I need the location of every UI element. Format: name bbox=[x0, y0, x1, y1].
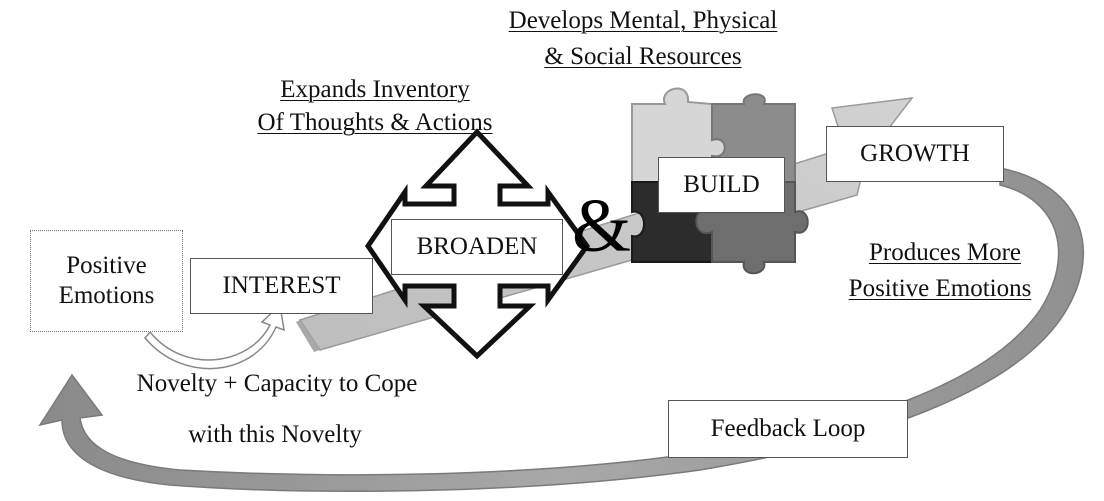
growth-box-label: GROWTH bbox=[860, 140, 970, 167]
novelty-label-line1: Novelty + Capacity to Cope bbox=[136, 370, 418, 397]
produces-label-line2: Positive Emotions bbox=[848, 275, 1032, 302]
broaden-box: BROADEN bbox=[391, 219, 563, 275]
ampersand-symbol: & bbox=[572, 184, 632, 268]
develops-label-line2: & Social Resources bbox=[544, 43, 742, 70]
expands-label-line2: Of Thoughts & Actions bbox=[257, 109, 493, 136]
interest-box: INTEREST bbox=[190, 258, 373, 314]
build-box: BUILD bbox=[658, 157, 785, 213]
expands-label-line1: Expands Inventory bbox=[280, 76, 470, 103]
feedback-loop-box-label: Feedback Loop bbox=[710, 415, 866, 442]
growth-box: GROWTH bbox=[826, 126, 1004, 182]
positive-emotions-line1: Positive bbox=[66, 252, 147, 279]
feedback-loop-arrow bbox=[38, 167, 1084, 492]
broaden-box-label: BROADEN bbox=[416, 233, 538, 260]
positive-emotions-box: Positive Emotions bbox=[30, 230, 183, 332]
feedback-loop-box: Feedback Loop bbox=[668, 400, 908, 458]
positive-emotions-line2: Emotions bbox=[58, 282, 155, 309]
produces-label-line1: Produces More bbox=[868, 239, 1022, 266]
develops-label-line1: Develops Mental, Physical bbox=[508, 7, 778, 34]
build-box-label: BUILD bbox=[683, 171, 760, 198]
novelty-label-line2: with this Novelty bbox=[188, 421, 362, 448]
small-curved-arrow bbox=[144, 303, 285, 370]
interest-box-label: INTEREST bbox=[222, 272, 341, 299]
